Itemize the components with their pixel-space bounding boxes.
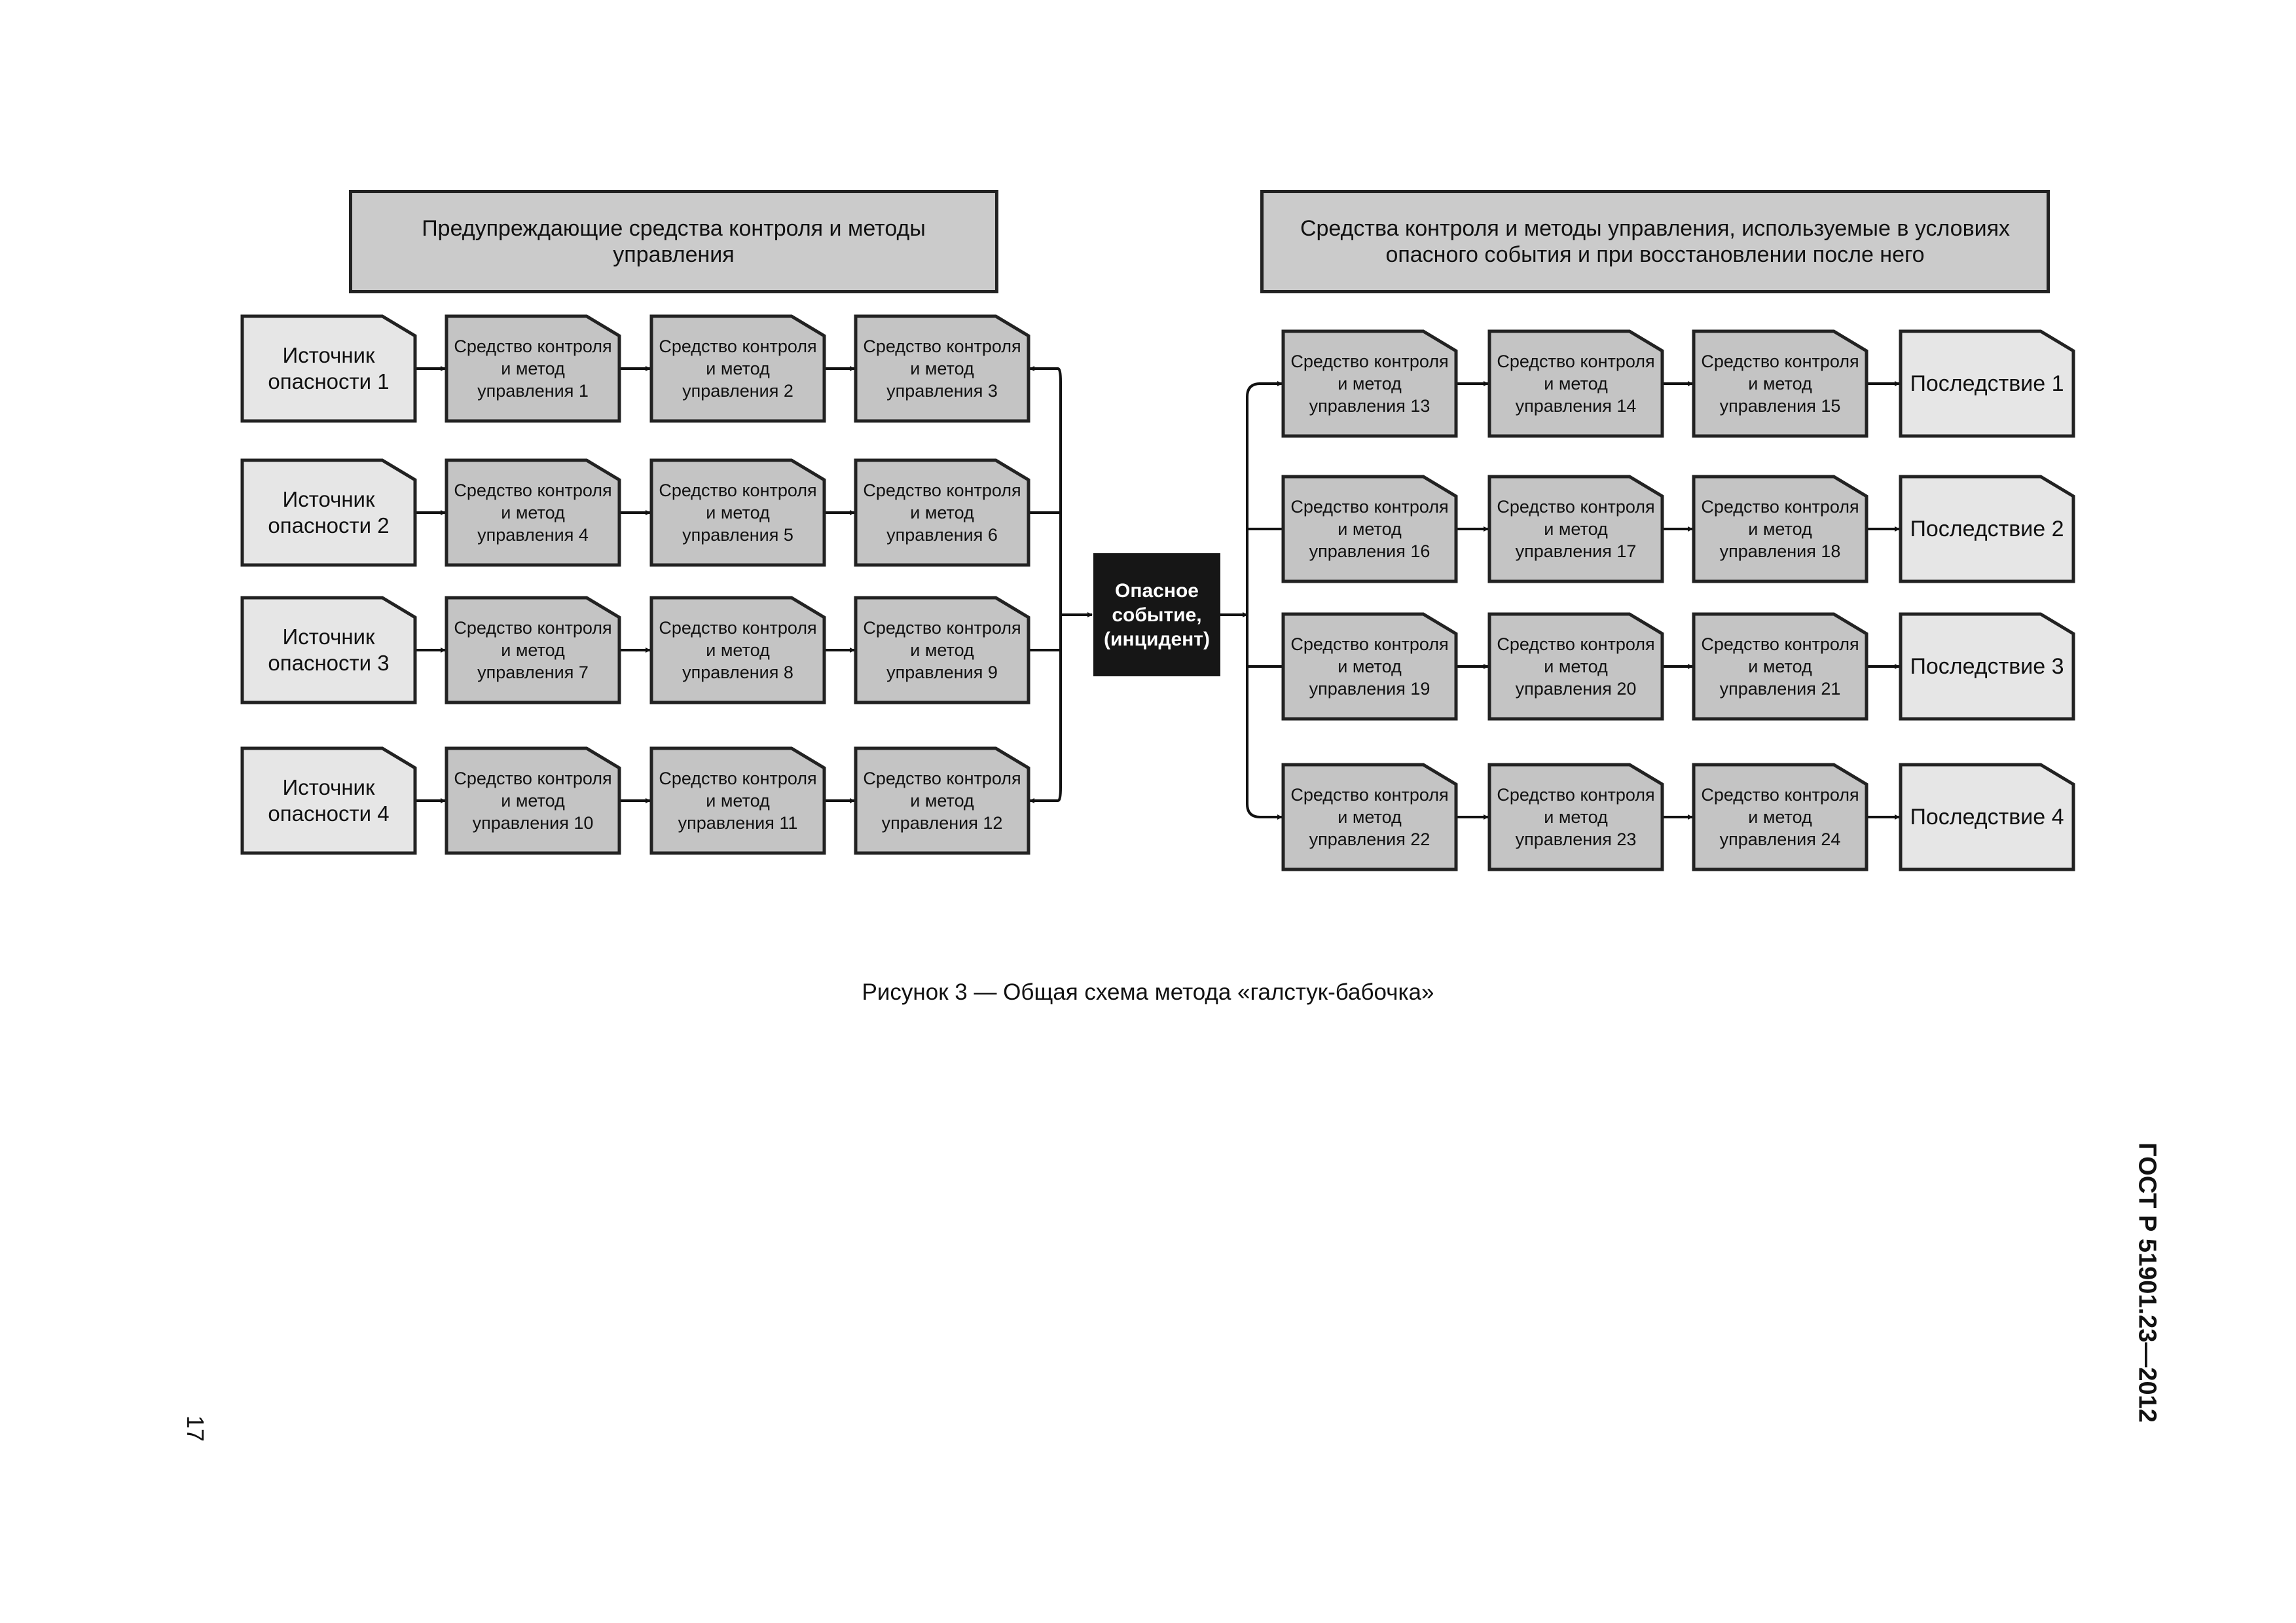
hazard-source-1: Источник опасности 1	[268, 343, 390, 393]
hazard-source-2-shape	[240, 458, 417, 567]
recovery-control-19-shape	[1281, 612, 1458, 721]
figure-caption: Рисунок 3 — Общая схема метода «галстук-…	[862, 979, 1434, 1005]
preventive-control-6: Средство контроля и метод управления 6	[863, 481, 1021, 545]
consequence-3-shape	[1899, 612, 2075, 721]
hazard-source-3: Источник опасности 3	[268, 625, 390, 675]
hazard-source-3-shape	[240, 596, 417, 704]
recovery-control-18-shape	[1692, 475, 1868, 583]
hazardous-event: Опасное событие, (инцидент)	[1093, 553, 1220, 676]
preventive-control-9: Средство контроля и метод управления 9	[863, 618, 1021, 682]
preventive-control-3: Средство контроля и метод управления 3	[863, 337, 1021, 401]
consequence-2: Последствие 2	[1910, 517, 2064, 541]
preventive-control-4-shape	[445, 458, 621, 567]
preventive-control-12: Средство контроля и метод управления 12	[863, 769, 1021, 833]
preventive-control-3-shape	[854, 314, 1030, 423]
preventive-control-6-shape	[854, 458, 1030, 567]
recovery-control-23: Средство контроля и метод управления 23	[1497, 785, 1655, 849]
preventive-control-8-shape	[649, 596, 826, 704]
consequence-4: Последствие 4	[1910, 805, 2064, 830]
preventive-control-12-shape	[854, 746, 1030, 855]
recovery-control-21: Средство контроля и метод управления 21	[1701, 634, 1859, 699]
consequence-1-shape	[1899, 329, 2075, 438]
preventive-control-4: Средство контроля и метод управления 4	[454, 481, 612, 545]
consequence-2-shape	[1899, 475, 2075, 583]
standard-code-text: ГОСТ Р 51901.23—2012	[2133, 1142, 2161, 1423]
preventive-control-2-shape	[649, 314, 826, 423]
preventive-control-8: Средство контроля и метод управления 8	[659, 618, 817, 682]
page-number-text: 17	[182, 1415, 209, 1442]
preventive-control-11: Средство контроля и метод управления 11	[659, 769, 817, 833]
recovery-control-17-shape	[1487, 475, 1664, 583]
page-number: 17	[182, 1409, 209, 1448]
preventive-control-2: Средство контроля и метод управления 2	[659, 337, 817, 401]
distributor-bracket	[1246, 382, 1283, 818]
preventive-control-5: Средство контроля и метод управления 5	[659, 481, 817, 545]
preventive-control-10: Средство контроля и метод управления 10	[454, 769, 612, 833]
consequence-1: Последствие 1	[1910, 371, 2064, 396]
recovery-control-13-shape	[1281, 329, 1458, 438]
recovery-control-23-shape	[1487, 763, 1664, 871]
preventive-control-11-shape	[649, 746, 826, 855]
standard-code: ГОСТ Р 51901.23—2012	[2130, 1129, 2163, 1436]
recovery-control-14: Средство контроля и метод управления 14	[1497, 352, 1655, 416]
consequence-4-shape	[1899, 763, 2075, 871]
recovery-control-20-shape	[1487, 612, 1664, 721]
recovery-control-22: Средство контроля и метод управления 22	[1290, 785, 1449, 849]
recovery-control-16-shape	[1281, 475, 1458, 583]
recovery-control-19: Средство контроля и метод управления 19	[1290, 634, 1449, 699]
recovery-control-20: Средство контроля и метод управления 20	[1497, 634, 1655, 699]
recovery-control-15: Средство контроля и метод управления 15	[1701, 352, 1859, 416]
recovery-control-24: Средство контроля и метод управления 24	[1701, 785, 1859, 849]
hazard-source-2: Источник опасности 2	[268, 487, 390, 538]
hazard-source-1-shape	[240, 314, 417, 423]
hazard-source-4-shape	[240, 746, 417, 855]
preventive-control-1: Средство контроля и метод управления 1	[454, 337, 612, 401]
recovery-control-21-shape	[1692, 612, 1868, 721]
recovery-control-16: Средство контроля и метод управления 16	[1290, 497, 1449, 561]
preventive-control-5-shape	[649, 458, 826, 567]
collector-bracket	[1057, 367, 1062, 802]
preventive-control-7-shape	[445, 596, 621, 704]
preventive-control-10-shape	[445, 746, 621, 855]
recovery-control-13: Средство контроля и метод управления 13	[1290, 352, 1449, 416]
recovery-control-17: Средство контроля и метод управления 17	[1497, 497, 1655, 561]
preventive-control-7: Средство контроля и метод управления 7	[454, 618, 612, 682]
recovery-control-18: Средство контроля и метод управления 18	[1701, 497, 1859, 561]
preventive-control-1-shape	[445, 314, 621, 423]
recovery-control-22-shape	[1281, 763, 1458, 871]
right-header-recovery-controls: Средства контроля и методы управления, и…	[1260, 190, 2050, 293]
recovery-control-15-shape	[1692, 329, 1868, 438]
preventive-control-9-shape	[854, 596, 1030, 704]
recovery-control-14-shape	[1487, 329, 1664, 438]
left-header-preventive-controls: Предупреждающие средства контроля и мето…	[349, 190, 998, 293]
consequence-3: Последствие 3	[1910, 654, 2064, 679]
recovery-control-24-shape	[1692, 763, 1868, 871]
hazard-source-4: Источник опасности 4	[268, 775, 390, 826]
